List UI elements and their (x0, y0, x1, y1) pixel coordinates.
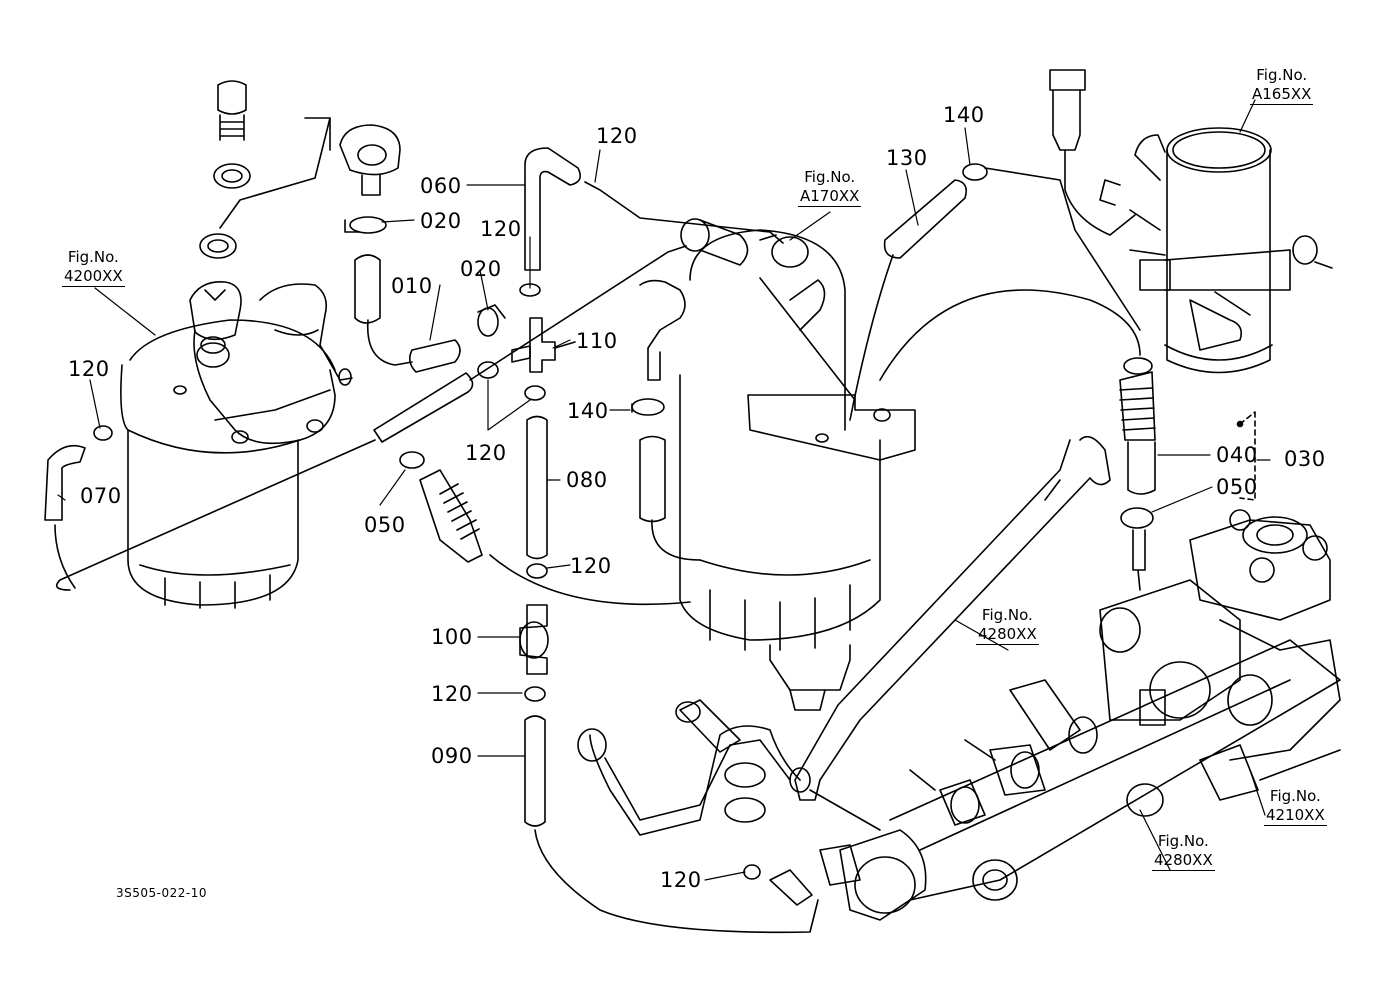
hose-060 (524, 147, 581, 271)
hose-050-corrugated (399, 451, 483, 563)
t-fitting-110 (511, 317, 556, 373)
clamp-140-middle (631, 398, 665, 416)
callout-110: 110 (576, 329, 618, 353)
fig-ref-label: Fig.No. (1157, 832, 1209, 850)
fig-ref-4280-mid: Fig.No. 4280XX (976, 606, 1039, 645)
banjo-bolt-assembly (199, 80, 401, 259)
callout-120-tee: 120 (465, 441, 507, 465)
hose-upper-short (354, 254, 381, 324)
fig-ref-a170: Fig.No. A170XX (798, 168, 862, 207)
clamp-020-upper (344, 216, 387, 234)
hose-080 (526, 415, 548, 560)
callout-120-mid: 120 (570, 554, 612, 578)
callout-140-right: 140 (943, 103, 985, 127)
fuel-filter-left (120, 281, 353, 609)
clamp-120-below-tee (524, 385, 546, 401)
check-valve-100 (519, 604, 549, 675)
fig-ref-number: 4210XX (1264, 806, 1327, 826)
callout-050-right: 050 (1216, 475, 1258, 499)
hose-130 (883, 179, 968, 259)
callout-070: 070 (80, 484, 122, 508)
callout-120-hose: 120 (480, 217, 522, 241)
leader-lines (57, 99, 1271, 881)
callout-020-upper: 020 (420, 209, 462, 233)
fig-ref-number: 4200XX (62, 267, 125, 287)
callout-090: 090 (431, 744, 473, 768)
fig-ref-label: Fig.No. (1256, 66, 1308, 84)
callout-120-left: 120 (68, 357, 110, 381)
hose-middle-short (639, 435, 666, 523)
hose-040-corrugated (1119, 357, 1156, 495)
banjo-bolt-lower (675, 699, 741, 753)
fig-ref-number: A165XX (1250, 85, 1314, 105)
fig-ref-number: A170XX (798, 187, 862, 207)
fig-ref-label: Fig.No. (67, 248, 119, 266)
fig-ref-label: Fig.No. (804, 168, 856, 186)
return-pipe (794, 435, 1111, 801)
callout-120-bottom: 120 (660, 868, 702, 892)
callout-030: 030 (1284, 447, 1326, 471)
hose-010 (408, 339, 461, 373)
hose-070 (44, 444, 86, 521)
clamp-050-right (1120, 507, 1154, 529)
fig-ref-a165: Fig.No. A165XX (1250, 66, 1314, 105)
fig-ref-4200: Fig.No. 4200XX (62, 248, 125, 287)
clamp-020-lower (477, 304, 506, 337)
callout-130: 130 (886, 146, 928, 170)
fig-ref-4210: Fig.No. 4210XX (1264, 787, 1327, 826)
callout-100: 100 (431, 625, 473, 649)
fig-ref-4280-low: Fig.No. 4280XX (1152, 832, 1215, 871)
water-separator-middle (639, 218, 916, 711)
callout-120-valve: 120 (431, 682, 473, 706)
clamp-120-below-valve (524, 686, 546, 702)
clamp-120-left-of-tee (477, 361, 499, 379)
common-rail-assembly (819, 509, 1341, 921)
fig-ref-number: 4280XX (1152, 851, 1215, 871)
callout-080: 080 (566, 468, 608, 492)
callout-020-lower: 020 (460, 257, 502, 281)
callout-140-middle: 140 (567, 399, 609, 423)
fig-ref-label: Fig.No. (1269, 787, 1321, 805)
callout-120-top: 120 (596, 124, 638, 148)
diagram-code: 3S505-022-10 (116, 886, 207, 900)
callout-010: 010 (391, 274, 433, 298)
canister-right (1049, 69, 1333, 374)
hose-090 (524, 715, 546, 827)
callout-050-left: 050 (364, 513, 406, 537)
fig-ref-number: 4280XX (976, 625, 1039, 645)
fig-ref-label: Fig.No. (981, 606, 1033, 624)
callout-060: 060 (420, 174, 462, 198)
washer-lower (724, 762, 766, 788)
callout-040: 040 (1216, 443, 1258, 467)
